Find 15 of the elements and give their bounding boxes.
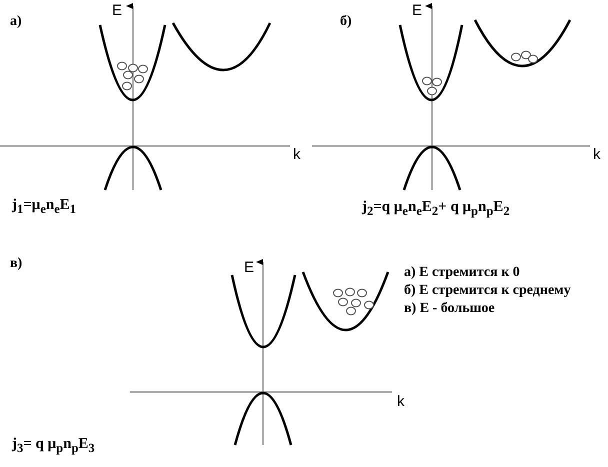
formula: j$_{1}$=μ$_{e}$n$_{e}$E$_{1}$ (12, 197, 76, 217)
note-text: в) E - большое (404, 301, 495, 316)
note-text: б) E стремится к среднему (404, 283, 571, 298)
axis-label: E (412, 3, 422, 20)
axis-label: E (112, 3, 122, 20)
formula: j$_{2}$=q μ$_{e}$n$_{e}$E$_{2}$+ q μ$_{p}$n$_{p}$E$_{2}$ (362, 199, 510, 219)
axis-label: k (397, 394, 404, 410)
panel-label: в) (10, 256, 22, 272)
axis-label: k (293, 147, 300, 164)
axis-label: E (244, 260, 254, 276)
formula: j$_{3}$= q μ$_{p}$n$_{p}$E$_{3}$ (12, 436, 95, 456)
axis-label: k (593, 147, 600, 164)
panel-label: а) (10, 14, 22, 30)
note-text: а) E стремится к 0 (404, 265, 520, 280)
panel-label: б) (340, 14, 352, 30)
